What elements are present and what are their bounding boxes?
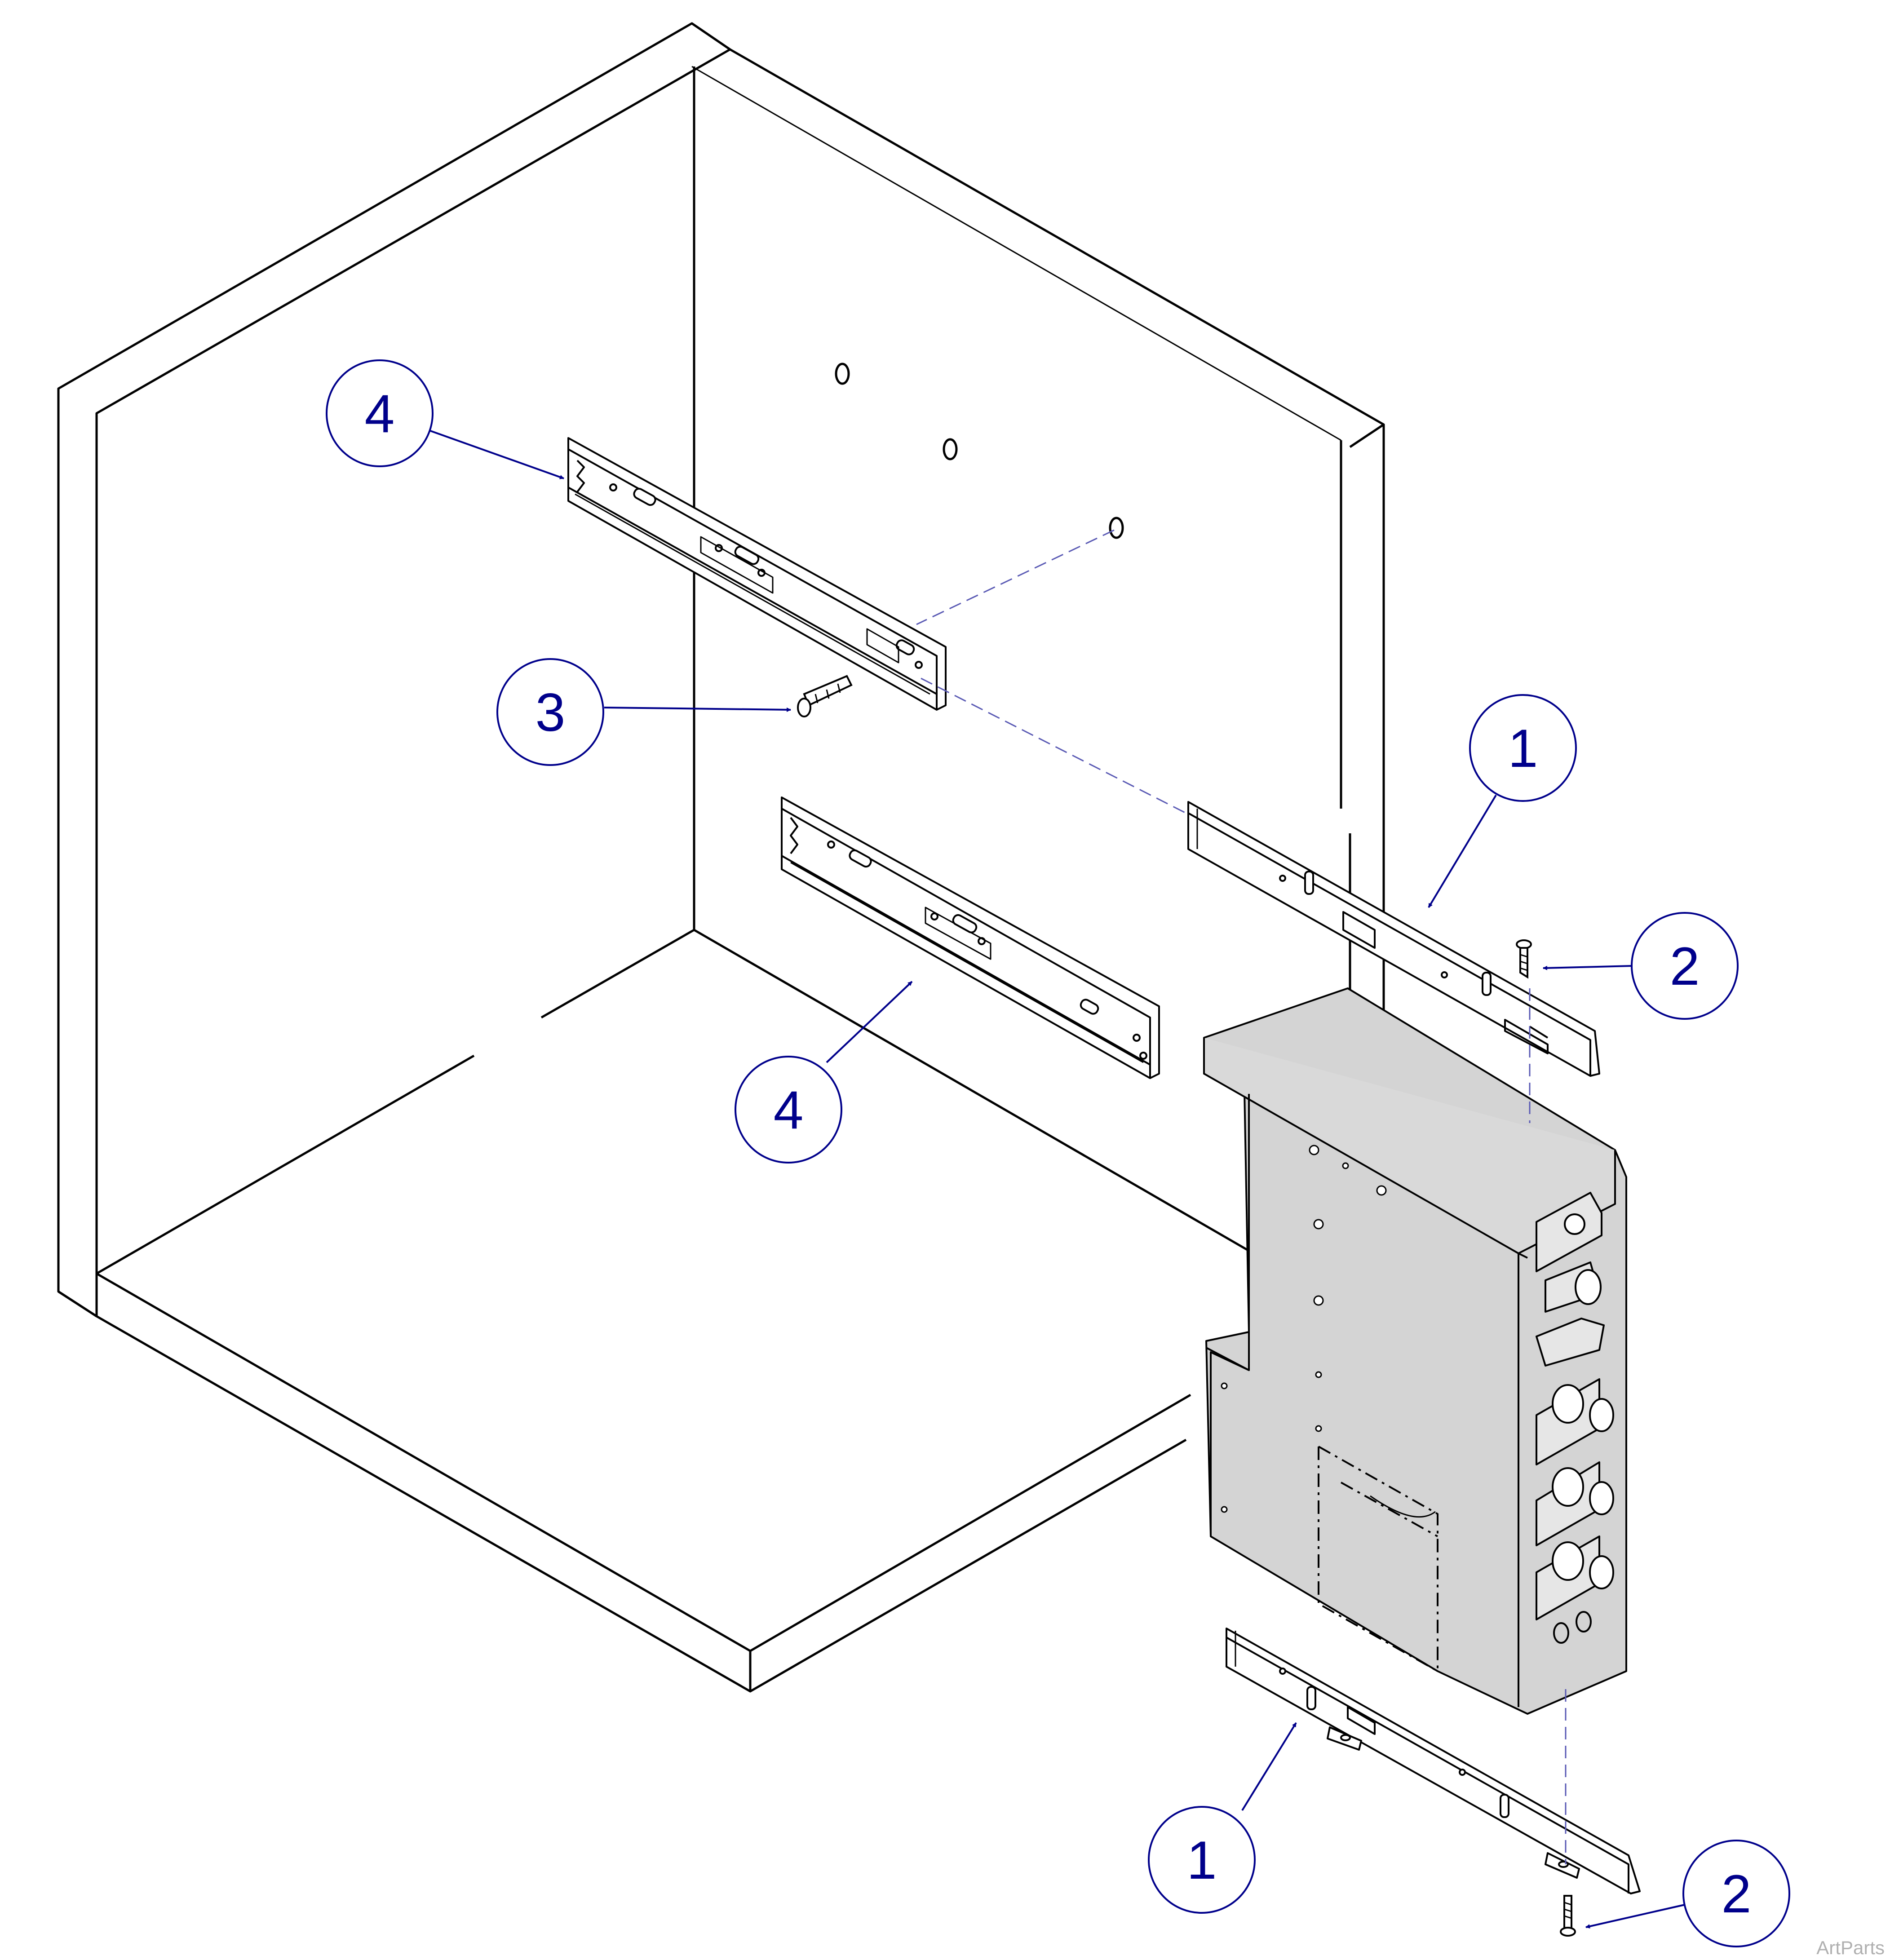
- cabinet: [57, 22, 1385, 1693]
- fastener-upper: [1516, 939, 1532, 979]
- cabinet-left-panel: [57, 22, 731, 1318]
- callout-screw-upper: 3: [496, 658, 791, 766]
- rail-lower: [1226, 1628, 1641, 1894]
- rail-upper: [1187, 801, 1600, 1077]
- mounting-hole: [835, 363, 850, 385]
- callout-slide-rail-lower: 4: [735, 981, 913, 1164]
- callout-label: 4: [365, 384, 395, 444]
- callout-slide-rail-upper: 4: [326, 359, 564, 479]
- callout-label: 1: [1187, 1830, 1217, 1890]
- screw-upper: [797, 675, 853, 717]
- cabinet-floor: [58, 929, 1254, 1693]
- alignment-lines: [916, 529, 1567, 1864]
- callout-label: 3: [536, 682, 566, 743]
- slide-rail-lower: [781, 796, 1160, 1079]
- watermark: ArtParts: [1816, 1937, 1885, 1958]
- callout-label: 1: [1508, 718, 1538, 779]
- control-module: [1203, 987, 1627, 1715]
- mounting-hole: [1109, 517, 1124, 539]
- callout-rail-upper: 1: [1428, 694, 1577, 908]
- callout-fastener-lower: 2: [1585, 1840, 1790, 1947]
- slide-rail-upper: [567, 437, 947, 711]
- callout-fastener-upper: 2: [1543, 912, 1739, 1020]
- callout-rail-lower: 1: [1148, 1722, 1297, 1914]
- callout-label: 2: [1722, 1864, 1752, 1924]
- callout-label: 2: [1670, 936, 1700, 996]
- mounting-hole: [943, 438, 958, 460]
- callout-label: 4: [774, 1080, 804, 1140]
- fastener-lower: [1560, 1895, 1576, 1937]
